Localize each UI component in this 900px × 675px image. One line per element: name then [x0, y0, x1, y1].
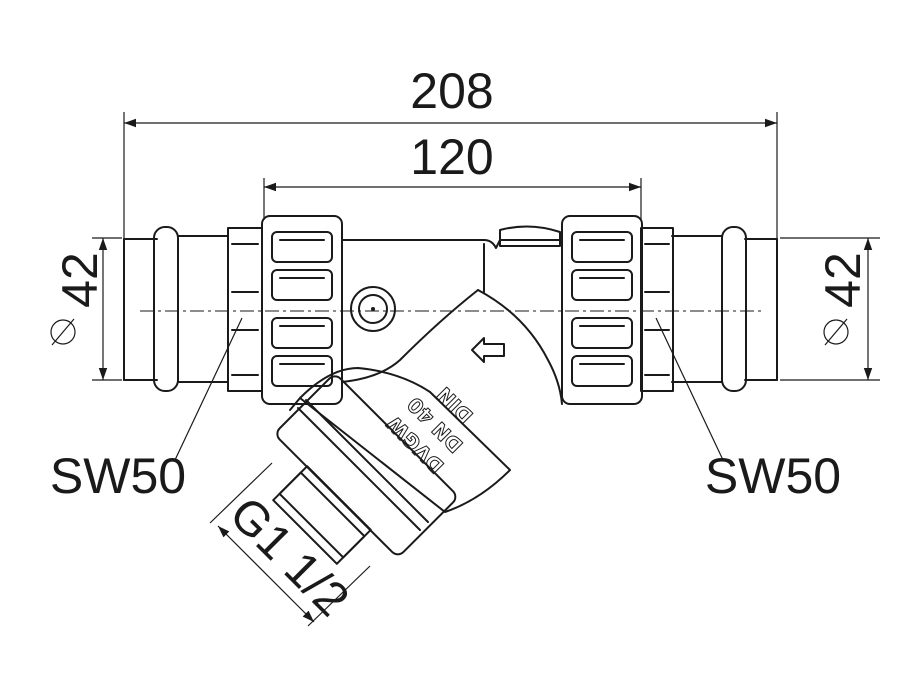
left-press-fitting	[123, 226, 263, 392]
dimension-body-length: 120	[263, 129, 642, 220]
diameter-right-label: 42	[815, 252, 871, 308]
dimension-208-label: 208	[410, 63, 493, 119]
sw50-right-label: SW50	[705, 448, 841, 504]
annotation-sw50-right: SW50	[655, 317, 841, 504]
flow-arrow-icon	[471, 337, 505, 363]
sw50-left-label: SW50	[50, 448, 186, 504]
diameter-symbol-icon	[50, 318, 76, 346]
body-markings: DVGW DN 40 DIN	[381, 382, 478, 479]
dimension-120-label: 120	[410, 129, 493, 185]
valve-body	[341, 225, 563, 405]
right-union-nut	[561, 215, 643, 405]
diameter-symbol-icon	[823, 318, 849, 346]
annotation-sw50-left: SW50	[50, 317, 243, 504]
strainer-leg	[272, 367, 511, 565]
dimension-diameter-right: 42	[780, 237, 880, 381]
bleed-plug	[350, 286, 396, 332]
left-union-nut	[261, 215, 343, 405]
diameter-left-label: 42	[52, 252, 108, 308]
dimension-diameter-left: 42	[50, 237, 122, 381]
right-press-fitting	[640, 226, 778, 392]
dimension-drain-thread: G1 1/2	[209, 462, 371, 627]
dimension-overall-length: 208	[123, 63, 778, 240]
